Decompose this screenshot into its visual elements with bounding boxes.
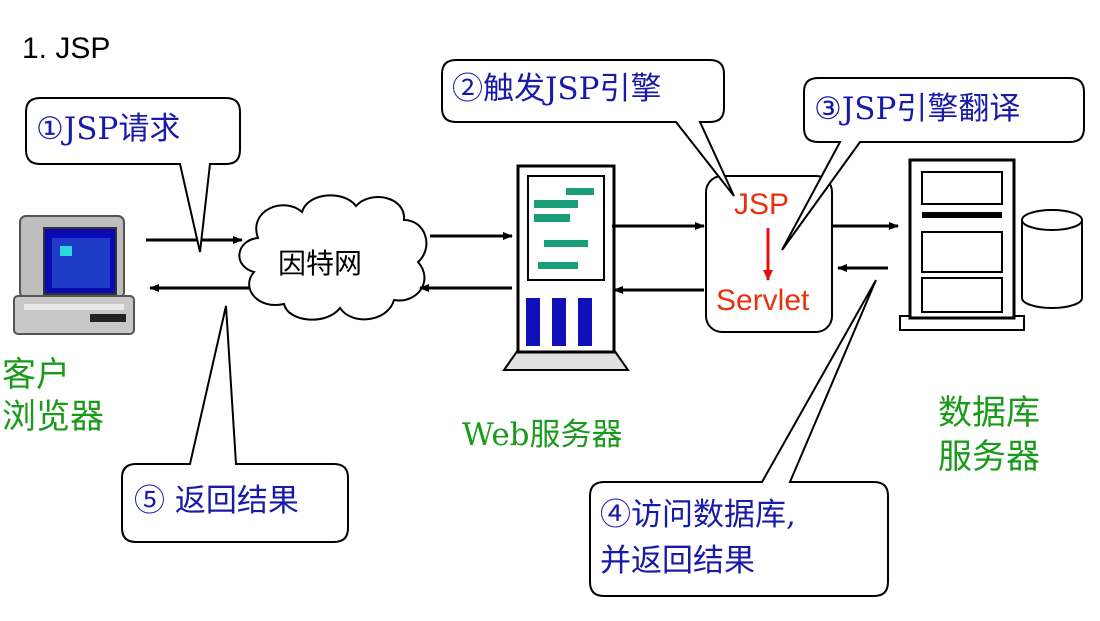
- callout-step5-bubble: [121, 305, 349, 543]
- callout-step3-text: ③JSP引擎翻译: [814, 91, 1021, 127]
- callout-step4-text-line2: 并返回结果: [600, 543, 755, 579]
- jsp-engine-servlet-label: Servlet: [716, 284, 810, 317]
- database-server-icon: [899, 158, 1083, 331]
- client-label-line2: 浏览器: [2, 397, 104, 437]
- callout-step4-text-line1: ④访问数据库,: [600, 497, 796, 533]
- callout-step2-text: ②触发JSP引擎: [452, 71, 662, 107]
- web-server-label: Web服务器: [462, 417, 623, 453]
- client-label-line1: 客户: [2, 355, 70, 395]
- callout-step4-bubble: [589, 279, 889, 597]
- jsp-engine-jsp-label: JSP: [734, 188, 790, 221]
- callout-step3-bubble: [781, 77, 1085, 251]
- internet-label: 因特网: [278, 247, 363, 280]
- web-server-icon: [502, 164, 630, 371]
- callout-step5-text: ⑤ 返回结果: [134, 483, 299, 519]
- db-label-line2: 服务器: [938, 437, 1040, 477]
- db-label-line1: 数据库: [938, 393, 1040, 433]
- internet-cloud-icon: [238, 194, 428, 321]
- client-computer-icon: [13, 215, 135, 335]
- callout-step2-bubble: [441, 59, 735, 197]
- callout-step1-bubble: [25, 97, 241, 253]
- page-title: 1. JSP: [22, 32, 111, 65]
- callout-step1-text: ①JSP请求: [36, 111, 181, 147]
